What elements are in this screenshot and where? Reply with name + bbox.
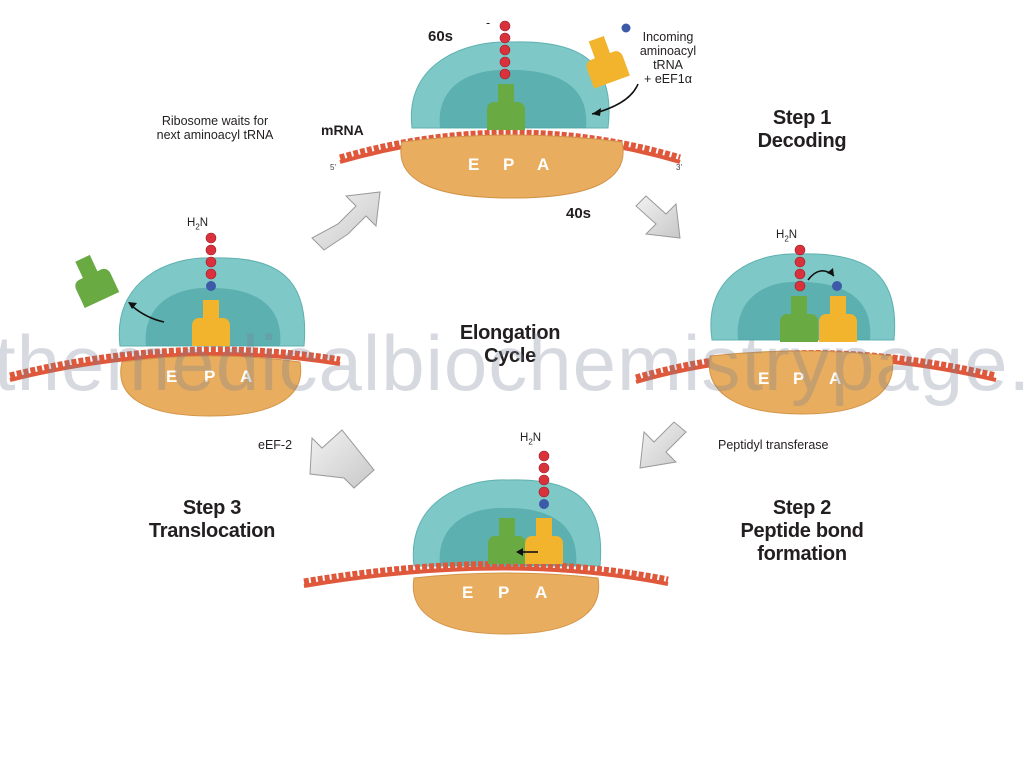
site-a-label: A — [829, 369, 841, 388]
ribosome-right: E P A — [635, 244, 997, 415]
site-e-label: E — [468, 155, 479, 174]
mrna-strand — [303, 561, 669, 586]
peptide-chain — [205, 232, 217, 280]
ribosome-top: E P A 5' 3' — [330, 20, 682, 199]
cycle-arrow-icon — [311, 191, 381, 251]
h2n-label: H2N — [776, 229, 798, 244]
site-p-label: P — [793, 369, 804, 388]
peptidyl-transferase-label: Peptidyl transferase — [718, 438, 829, 452]
site-a-label: A — [240, 367, 252, 386]
site-p-label: P — [498, 583, 509, 602]
five-prime-label: 5' — [330, 163, 336, 172]
site-e-label: E — [462, 583, 473, 602]
step1-label: Step 1 Decoding — [757, 107, 847, 152]
subunit-60s-label: 60s — [428, 28, 454, 45]
site-p-label: P — [204, 367, 215, 386]
cycle-arrow-icon — [635, 195, 681, 239]
cycle-arrow-icon — [309, 429, 375, 489]
step2-label: Step 2 Peptide bond formation — [740, 497, 864, 565]
incoming-trna-label: Incoming aminoacyl tRNA + eEF1α — [639, 30, 697, 86]
peptide-chain — [794, 244, 806, 292]
three-prime-label: 3' — [676, 163, 682, 172]
ribosome-left: E P A — [9, 232, 341, 417]
site-a-label: A — [537, 155, 549, 174]
top-dash: - — [486, 16, 491, 30]
site-e-label: E — [758, 369, 769, 388]
mrna-strand — [339, 129, 681, 162]
cycle-arrows — [309, 191, 687, 489]
subunit-40s-label: 40s — [566, 205, 592, 222]
ribosome-waits-label: Ribosome waits for next aminoacyl tRNA — [156, 114, 274, 142]
mrna-strand — [9, 346, 341, 380]
peptide-chain — [499, 20, 511, 80]
site-e-label: E — [166, 367, 177, 386]
center-title: Elongation Cycle — [459, 322, 561, 367]
exiting-trna-icon — [65, 250, 120, 309]
amino-acid-bead-icon — [206, 281, 216, 291]
mrna-label: mRNA — [321, 122, 364, 138]
amino-acid-bead-icon — [539, 499, 549, 509]
step3-label: Step 3 Translocation — [148, 497, 276, 542]
h2n-label: H2N — [520, 432, 542, 447]
site-p-label: P — [503, 155, 514, 174]
h2n-label: H2N — [187, 217, 209, 232]
small-subunit — [400, 134, 624, 199]
curved-arrow-icon — [131, 305, 165, 323]
cycle-arrow-icon — [639, 421, 687, 469]
amino-acid-bead-icon — [621, 23, 631, 33]
amino-acid-bead-icon — [832, 281, 842, 291]
peptide-chain — [538, 450, 550, 498]
eef2-label: eEF-2 — [258, 438, 293, 452]
mrna-strand — [635, 350, 997, 382]
ribosome-bottom: E P A — [303, 450, 669, 635]
site-a-label: A — [535, 583, 547, 602]
